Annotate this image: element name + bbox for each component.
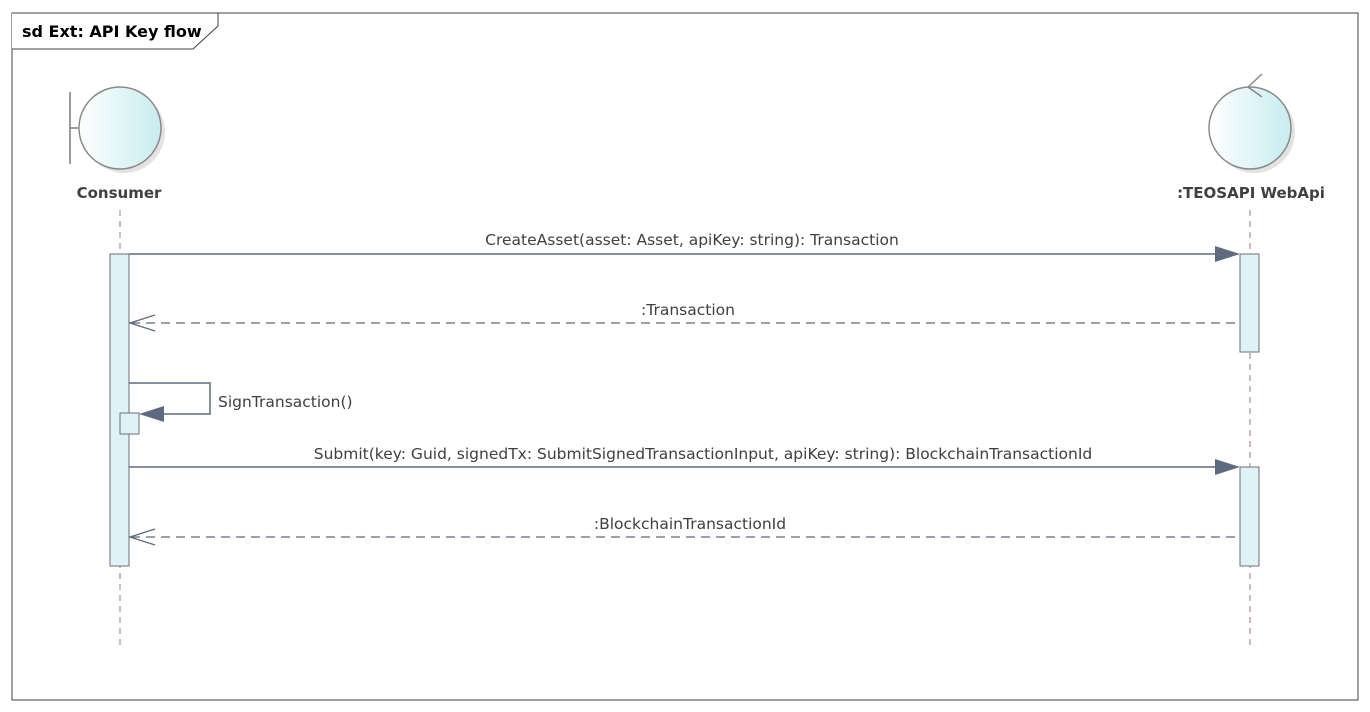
message-label: CreateAsset(asset: Asset, apiKey: string… <box>485 231 899 249</box>
message-label: :Transaction <box>641 301 735 319</box>
frame-title: sd Ext: API Key flow <box>22 22 202 41</box>
filled-arrowhead-icon <box>139 406 164 422</box>
activation-webapi-2 <box>1239 466 1260 567</box>
control-icon <box>1208 73 1295 173</box>
boundary-icon <box>69 86 165 173</box>
message-label: Submit(key: Guid, signedTx: SubmitSigned… <box>314 445 1093 463</box>
open-arrowhead-icon <box>127 314 156 332</box>
message-submit <box>129 459 1240 475</box>
activation-consumer-self <box>119 412 140 435</box>
message-create-asset <box>129 246 1240 262</box>
open-arrowhead-icon <box>127 528 156 546</box>
message-transaction-return <box>127 314 1240 332</box>
frame-title-tab <box>12 12 219 50</box>
filled-arrowhead-icon <box>1215 246 1240 262</box>
message-sign-transaction <box>129 382 211 422</box>
lifeline-webapi-name: :TEOSAPI WebApi <box>1177 184 1325 202</box>
diagram-frame <box>11 12 1359 701</box>
activation-consumer <box>109 253 130 567</box>
activation-webapi-1 <box>1239 253 1260 353</box>
lifeline-consumer-name: Consumer <box>77 184 162 202</box>
message-label: :BlockchainTransactionId <box>594 515 786 533</box>
message-blockchain-return <box>127 528 1240 546</box>
filled-arrowhead-icon <box>1215 459 1240 475</box>
message-label: SignTransaction() <box>218 393 353 411</box>
